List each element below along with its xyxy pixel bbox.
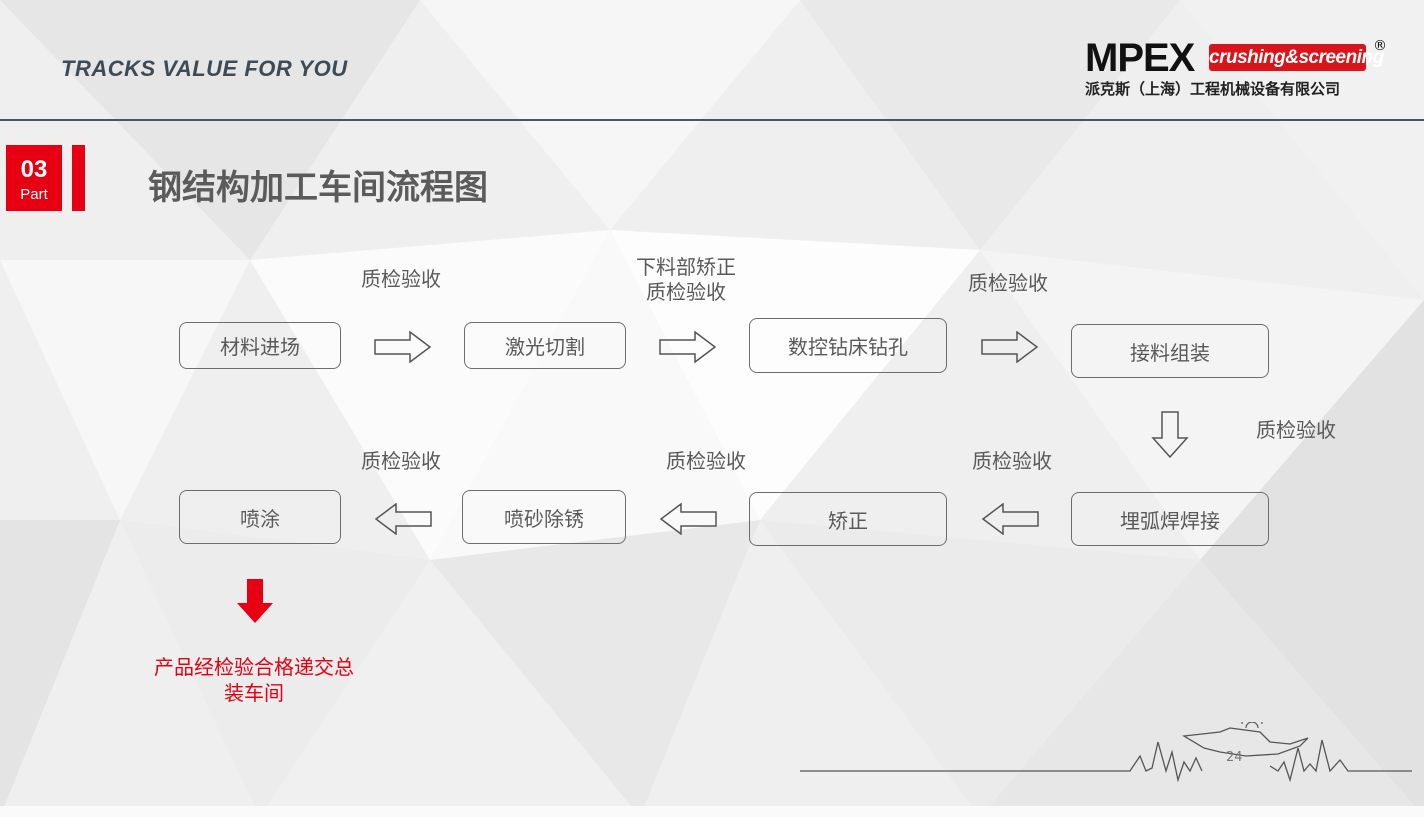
arrow-right-icon (374, 331, 432, 363)
header-tagline: TRACKS VALUE FOR YOU (61, 56, 348, 81)
arrow-right-icon (659, 331, 717, 363)
bottom-strip (0, 806, 1424, 817)
step-laser-cutting: 激光切割 (464, 322, 626, 369)
qc-label-1: 质检验收 (361, 267, 441, 291)
section-badge: 03 Part (6, 145, 62, 211)
step-cnc-drilling: 数控钻床钻孔 (749, 318, 947, 373)
qc-label-2-line2: 质检验收 (646, 280, 726, 304)
qc-label-3: 质检验收 (968, 271, 1048, 295)
section-label: Part (20, 186, 48, 203)
step-assembly: 接料组装 (1071, 324, 1269, 378)
registered-mark: ® (1373, 38, 1387, 54)
final-note-line2: 装车间 (224, 681, 284, 705)
qc-label-5: 质检验收 (972, 449, 1052, 473)
step-submerged-arc-welding: 埋弧焊焊接 (1071, 492, 1269, 546)
qc-label-7: 质检验收 (361, 449, 441, 473)
qc-label-4: 质检验收 (1256, 418, 1336, 442)
step-spray-painting: 喷涂 (179, 490, 341, 544)
page-title: 钢结构加工车间流程图 (148, 168, 488, 208)
final-note-line1: 产品经检验合格递交总 (154, 655, 354, 679)
header-divider (0, 119, 1424, 121)
arrow-left-icon (981, 503, 1039, 535)
logo-company-name: 派克斯（上海）工程机械设备有限公司 (1085, 80, 1341, 98)
arrow-left-icon (374, 503, 432, 535)
qc-label-2-line1: 下料部矫正 (636, 255, 736, 279)
step-sandblasting: 喷砂除锈 (462, 490, 626, 544)
logo-tag: crushing&screening (1209, 44, 1384, 71)
logo-brand: MPEX (1085, 36, 1195, 80)
section-accent-bar (72, 145, 85, 211)
qc-label-6: 质检验收 (666, 449, 746, 473)
arrow-down-icon (1151, 411, 1189, 459)
final-delivery-note: 产品经检验合格递交总 装车间 (140, 654, 368, 706)
red-arrow-down-icon (237, 579, 273, 623)
step-straightening: 矫正 (749, 492, 947, 546)
page-number: 24 (1226, 750, 1243, 765)
company-logo: MPEX crushing&screening ® 派克斯（上海）工程机械设备有… (1085, 38, 1395, 100)
step-material-arrival: 材料进场 (179, 322, 341, 369)
qc-label-2: 下料部矫正 质检验收 (636, 255, 736, 305)
arrow-left-icon (659, 503, 717, 535)
arrow-right-icon (981, 331, 1039, 363)
section-number: 03 (20, 156, 48, 183)
footer-machine-line-icon (800, 722, 1412, 782)
